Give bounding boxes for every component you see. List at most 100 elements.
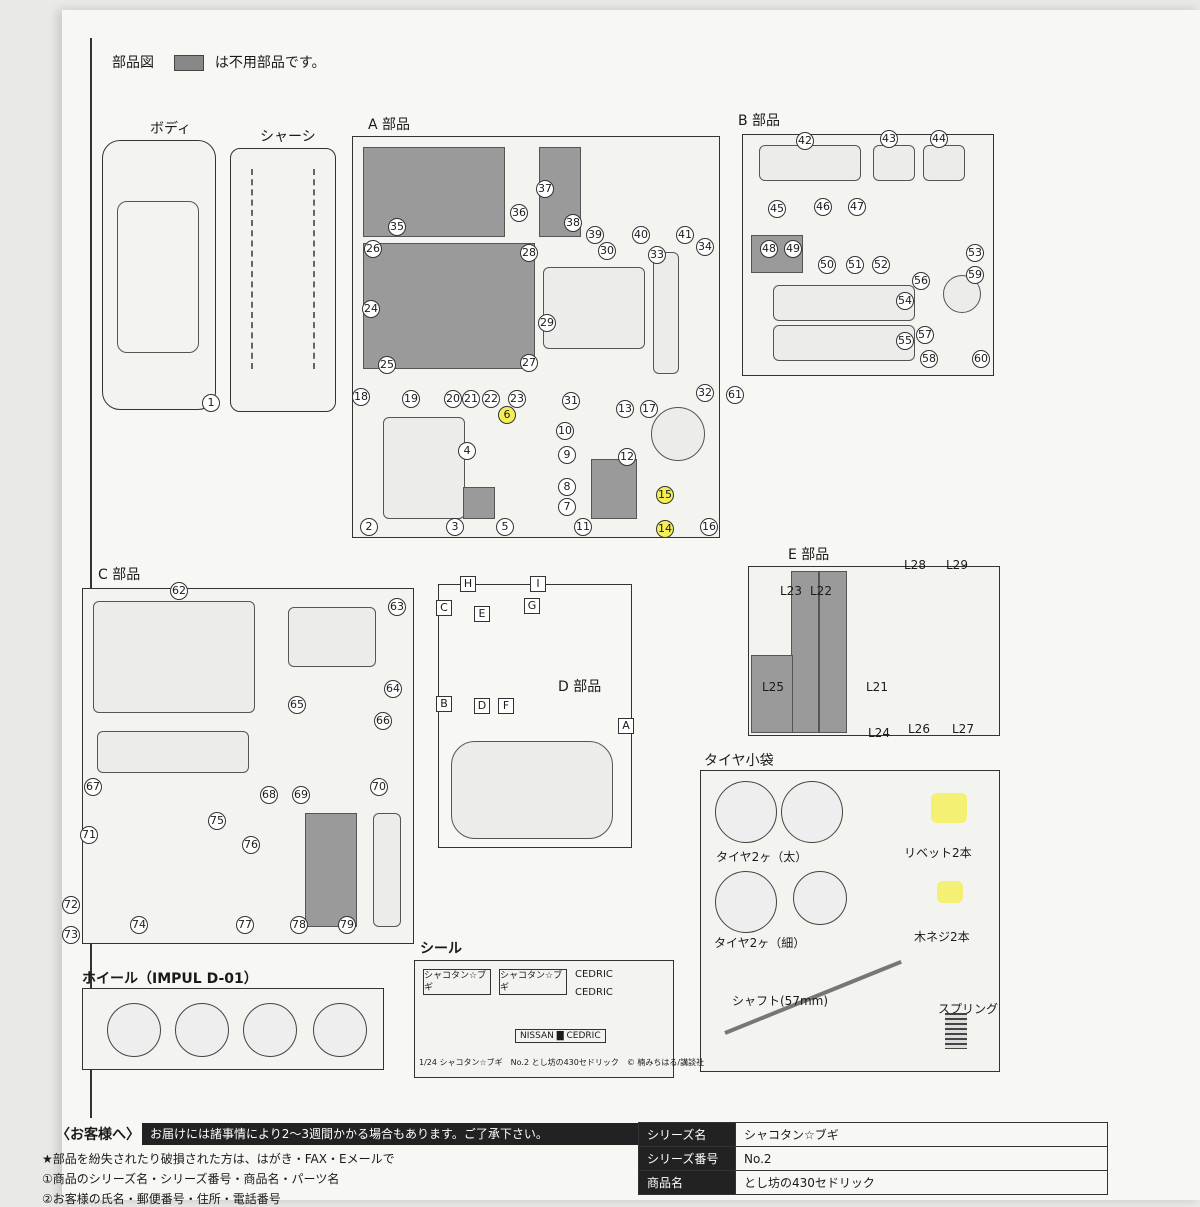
part-number: L23 — [780, 584, 802, 598]
part-number: 53 — [966, 244, 984, 262]
part-number: 75 — [208, 812, 226, 830]
tire-thin-a — [715, 871, 777, 933]
part-number: 66 — [374, 712, 392, 730]
part-number: 78 — [290, 916, 308, 934]
b-part-54 — [773, 285, 915, 321]
part-number: 31 — [562, 392, 580, 410]
part-number: L29 — [946, 558, 968, 572]
table-value: No.2 — [735, 1146, 1108, 1171]
seal-cedric-1: CEDRIC — [575, 969, 613, 980]
part-number: 48 — [760, 240, 778, 258]
product-info-table: シリーズ名 シャコタン☆ブギ シリーズ番号 No.2 商品名 とし坊の430セド… — [638, 1122, 1108, 1195]
part-letter: G — [524, 598, 540, 614]
tire-bag-box — [700, 770, 1000, 1072]
notice-line-2: ①商品のシリーズ名・シリーズ番号・商品名・パーツ名 — [42, 1172, 340, 1186]
part-number: 33 — [648, 246, 666, 264]
c-part-67 — [97, 731, 249, 773]
part-number: L21 — [866, 680, 888, 694]
e-parts-label: E 部品 — [788, 547, 830, 563]
part-letter: F — [498, 698, 514, 714]
b-parts-label: B 部品 — [738, 113, 781, 129]
notice-title: 〈お客様へ〉 — [56, 1127, 140, 1143]
part-number: 17 — [640, 400, 658, 418]
wheel-label: ホイール（IMPUL D-01） — [82, 971, 258, 987]
part-letter: C — [436, 600, 452, 616]
part-number: 79 — [338, 916, 356, 934]
screw-part — [937, 881, 963, 903]
part-number: 26 — [364, 240, 382, 258]
part-letter: B — [436, 696, 452, 712]
a-part-30 — [543, 267, 645, 349]
part-number: 61 — [726, 386, 744, 404]
spring-part — [945, 1013, 967, 1049]
part-number: 40 — [632, 226, 650, 244]
notice-bar: お届けには諸事情により2～3週間かかる場合もあります。ご了承下さい。 — [142, 1123, 650, 1145]
part-number: 36 — [510, 204, 528, 222]
a-part-3 — [463, 487, 495, 519]
tire-thin-label: タイヤ2ヶ（細） — [714, 936, 806, 950]
c-parts-sprue — [82, 588, 414, 944]
part-number: 1 — [202, 394, 220, 412]
chassis-part — [230, 148, 336, 412]
part-number: 71 — [80, 826, 98, 844]
part-number: 55 — [896, 332, 914, 350]
seal-logo-2: シャコタン☆ブギ — [499, 969, 567, 995]
c-part-79 — [373, 813, 401, 927]
part-number: 27 — [520, 354, 538, 372]
b-part-44 — [923, 145, 965, 181]
a-parts-sprue — [352, 136, 720, 538]
part-number: 32 — [696, 384, 714, 402]
part-number: 67 — [84, 778, 102, 796]
tire-thin-b — [793, 871, 847, 925]
shaft-label: シャフト(57mm) — [732, 994, 829, 1008]
rivet-label: リベット2本 — [904, 846, 972, 860]
part-number: 30 — [598, 242, 616, 260]
part-number: 50 — [818, 256, 836, 274]
part-number: 5 — [496, 518, 514, 536]
seal-footer: 1/24 シャコタン☆ブギ No.2 とし坊の430セドリック © 楠みちはる/… — [419, 1058, 705, 1067]
part-number: 52 — [872, 256, 890, 274]
body-part — [102, 140, 216, 410]
a-parts-label: A 部品 — [368, 117, 411, 133]
part-number: L28 — [904, 558, 926, 572]
part-number: 24 — [362, 300, 380, 318]
chassis-label: シャーシ — [260, 129, 316, 145]
part-number: 11 — [574, 518, 592, 536]
part-number: 38 — [564, 214, 582, 232]
wheel-1 — [107, 1003, 161, 1057]
part-number: 70 — [370, 778, 388, 796]
e-part-l22 — [819, 571, 847, 733]
c-part-78 — [305, 813, 357, 927]
tire-thick-label: タイヤ2ヶ（太） — [716, 850, 808, 864]
c-parts-label: C 部品 — [98, 567, 141, 583]
body-label: ボディ — [150, 121, 192, 137]
wheel-3 — [243, 1003, 297, 1057]
part-number: 35 — [388, 218, 406, 236]
part-number: 49 — [784, 240, 802, 258]
part-number: 47 — [848, 198, 866, 216]
part-number: 15 — [656, 486, 674, 504]
part-number: L26 — [908, 722, 930, 736]
part-number: 12 — [618, 448, 636, 466]
a-part-33 — [653, 252, 679, 374]
part-number: 23 — [508, 390, 526, 408]
legend-text: は不用部品です。 — [214, 55, 326, 71]
part-number: 19 — [402, 390, 420, 408]
seal-sheet: シャコタン☆ブギ シャコタン☆ブギ CEDRIC CEDRIC NISSAN ▇… — [414, 960, 704, 1078]
part-letter: H — [460, 576, 476, 592]
part-number: 10 — [556, 422, 574, 440]
screw-label: 木ネジ2本 — [914, 930, 970, 944]
part-letter: A — [618, 718, 634, 734]
part-number: 7 — [558, 498, 576, 516]
part-number: 56 — [912, 272, 930, 290]
part-number: 41 — [676, 226, 694, 244]
table-value: シャコタン☆ブギ — [735, 1122, 1108, 1147]
c-part-62 — [93, 601, 255, 713]
part-number: 63 — [388, 598, 406, 616]
part-number: 54 — [896, 292, 914, 310]
part-number: 46 — [814, 198, 832, 216]
part-number: 65 — [288, 696, 306, 714]
part-number: 59 — [966, 266, 984, 284]
part-number: 13 — [616, 400, 634, 418]
title-text: 部品図 — [112, 55, 154, 71]
